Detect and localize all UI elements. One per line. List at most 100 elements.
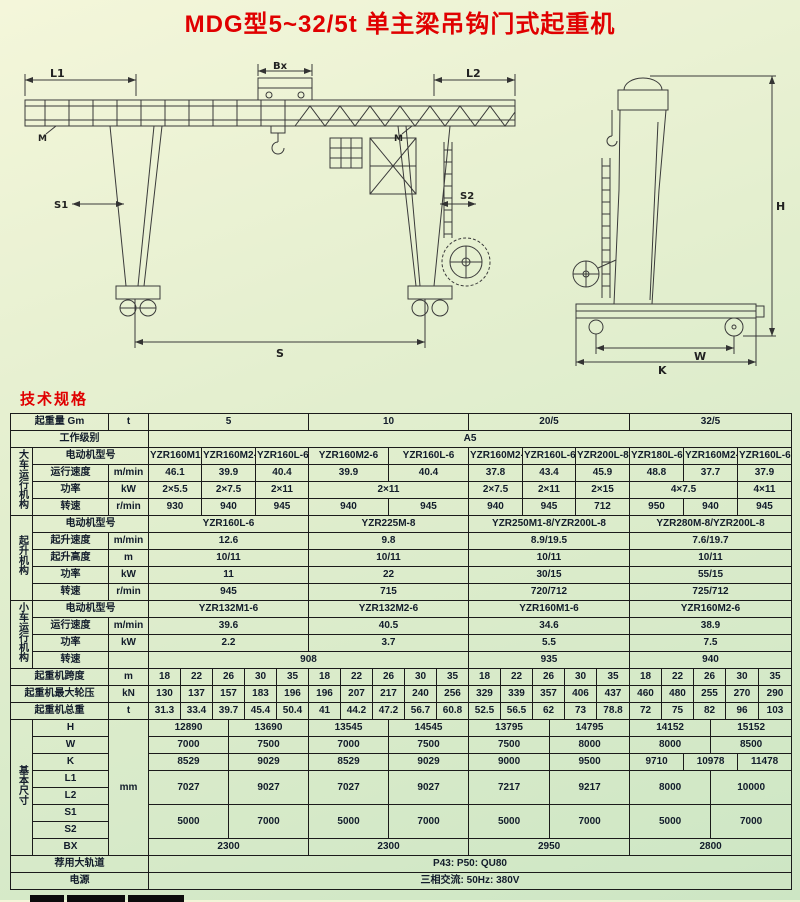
value-cell: 255 [693,685,726,703]
value-cell: YZR160M2-6 [629,600,792,618]
dim-label-l1: L1 [50,67,65,80]
unit-label: r/min [108,583,149,601]
value-cell: 22 [180,668,213,686]
value-cell: YZR132M1-6 [148,600,309,618]
dim-label-w: W [694,350,706,363]
value-cell: 55/15 [629,566,792,584]
value-cell: 30 [725,668,759,686]
value-cell: 157 [212,685,245,703]
value-cell: 2800 [629,838,793,856]
value-cell: 2300 [147,838,310,856]
value-cell: 7217 [468,770,551,805]
row-label: 起重机总重 [10,702,109,720]
value-cell: 47.2 [372,702,405,720]
value-cell: YZR200L-8 [575,447,630,465]
value-cell: 217 [372,685,405,703]
unit-label [108,651,149,669]
value-cell: 137 [180,685,213,703]
value-cell: 35 [758,668,792,686]
value-cell: 72 [629,702,662,720]
value-cell: 41 [308,702,341,720]
crane-side-view [572,75,776,366]
value-cell: YZR180L-6 [629,447,684,465]
dim-label-s1: S1 [54,200,68,211]
unit-label: r/min [108,498,149,516]
value-cell: 8529 [308,753,390,771]
value-cell: YZR160L-6 [388,447,469,465]
value-cell: 13545 [308,719,390,737]
value-cell: 8000 [629,770,712,805]
unit-label: t [108,702,149,720]
crane-drawing-svg: L1 Bx L2 M M S1 S2 S H W K [24,62,785,377]
value-cell: YZR132M2-6 [308,600,469,618]
value-cell: YZR160M2-6 [468,447,523,465]
value-cell: 37.7 [683,464,738,482]
value-cell: 20/5 [468,413,630,431]
unit-label: kW [108,566,149,584]
value-cell: 945 [522,498,576,516]
value-cell: YZR160L-6 [148,515,309,533]
row-label: 起升高度 [32,549,109,567]
value-cell: 7027 [308,770,390,805]
value-cell: 7.6/19.7 [629,532,792,550]
value-cell: 7000 [710,804,793,839]
value-cell: 30 [404,668,437,686]
value-cell: 240 [404,685,437,703]
value-cell: 940 [468,498,523,516]
value-cell: 7000 [549,804,631,839]
value-cell: 2×7.5 [201,481,256,499]
value-cell: 8529 [147,753,230,771]
value-cell: 2×15 [575,481,630,499]
value-cell: 7500 [388,736,470,754]
value-cell: YZR160L-6 [255,447,309,465]
row-label: 电动机型号 [32,515,149,533]
strip-segment [67,895,125,902]
row-label: BX [32,838,109,856]
value-cell: 18 [148,668,181,686]
value-cell: 290 [758,685,792,703]
value-cell: YZR225M-8 [308,515,469,533]
value-cell: 945 [388,498,469,516]
value-cell: YZR160M2-6 [683,447,738,465]
value-cell: 207 [340,685,373,703]
value-cell: 9027 [228,770,310,805]
value-cell: 78.8 [596,702,630,720]
row-label: 电动机型号 [32,600,149,618]
row-label: S2 [32,821,109,839]
value-cell: 12.6 [148,532,309,550]
row-label: W [32,736,109,754]
value-cell: 11478 [737,753,793,771]
value-cell: 9500 [549,753,631,771]
value-cell: YZR250M1-8/YZR200L-8 [468,515,630,533]
value-cell: 7000 [388,804,470,839]
value-cell: 56.5 [500,702,533,720]
value-cell: 48.8 [629,464,684,482]
row-label: 功率 [32,481,109,499]
value-cell: 14545 [388,719,470,737]
value-cell: 196 [276,685,309,703]
value-cell: 183 [244,685,277,703]
row-label: 电动机型号 [32,447,149,465]
row-label: 转速 [32,651,109,669]
value-cell: 339 [500,685,533,703]
value-cell: 38.9 [629,617,792,635]
dim-label-s: S [276,347,284,360]
value-cell: 60.8 [436,702,469,720]
value-cell: 40.5 [308,617,469,635]
row-label: L2 [32,787,109,805]
unit-label: m/min [108,464,149,482]
section-label: 小车运行机构 [10,600,33,669]
value-cell: 三相交流: 50Hz: 380V [148,872,792,890]
value-cell: 357 [532,685,565,703]
section-label: 大车运行机构 [10,447,33,516]
value-cell: 96 [725,702,759,720]
value-cell: 18 [308,668,341,686]
value-cell: 7000 [228,804,310,839]
value-cell: 22 [308,566,469,584]
value-cell: 34.6 [468,617,630,635]
value-cell: 270 [725,685,759,703]
value-cell: 33.4 [180,702,213,720]
value-cell: 82 [693,702,726,720]
row-label: 工作级别 [10,430,149,448]
